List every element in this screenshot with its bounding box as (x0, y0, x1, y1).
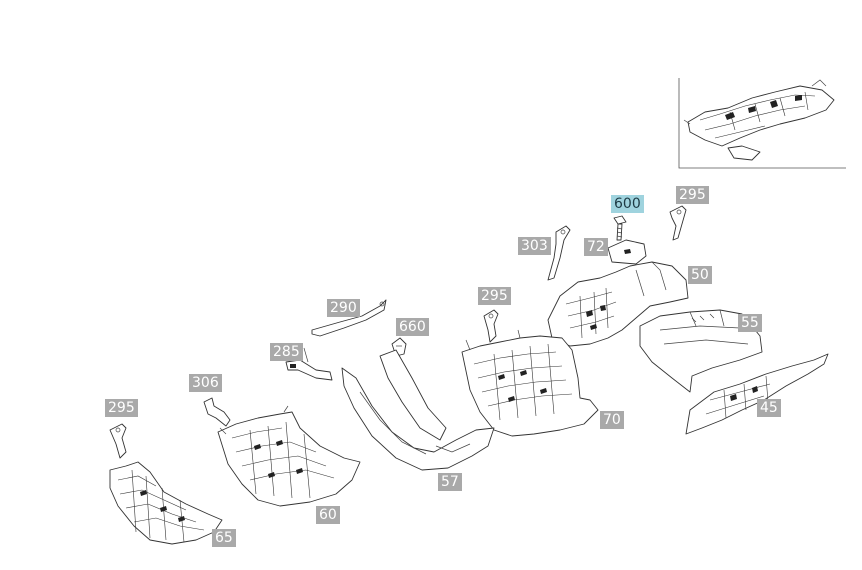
part-295-bracket-middle (483, 309, 499, 343)
callout-295[interactable]: 295 (105, 399, 138, 417)
callout-45[interactable]: 45 (757, 399, 781, 417)
part-295-bracket-top (669, 205, 687, 241)
part-72-plate (607, 239, 647, 265)
part-290-bracket (311, 299, 387, 337)
callout-57[interactable]: 57 (438, 473, 462, 491)
callout-600[interactable]: 600 (611, 195, 644, 213)
part-45-lower-shield (685, 353, 829, 435)
part-65-front-skid-plate (109, 461, 223, 545)
part-57-curved-shield (341, 349, 495, 471)
part-295-bracket-lower (109, 423, 127, 459)
callout-72[interactable]: 72 (584, 238, 608, 256)
part-60-skid-plate (217, 405, 361, 507)
part-50-side-panel (547, 261, 689, 347)
callout-70[interactable]: 70 (600, 411, 624, 429)
part-55-tray (639, 309, 763, 393)
part-303-bracket (547, 225, 571, 281)
overview-inset[interactable] (678, 78, 846, 169)
callout-285[interactable]: 285 (270, 343, 303, 361)
callout-306[interactable]: 306 (189, 374, 222, 392)
callout-60[interactable]: 60 (316, 506, 340, 524)
part-285-bracket (285, 347, 333, 381)
callout-55[interactable]: 55 (738, 314, 762, 332)
callout-295[interactable]: 295 (676, 186, 709, 204)
callout-660[interactable]: 660 (396, 318, 429, 336)
callout-65[interactable]: 65 (212, 529, 236, 547)
part-306-bracket (203, 397, 231, 427)
callout-50[interactable]: 50 (688, 266, 712, 284)
part-600-bolt (613, 215, 627, 241)
part-70-skid-plate (461, 329, 599, 437)
callout-290[interactable]: 290 (327, 299, 360, 317)
callout-295[interactable]: 295 (478, 287, 511, 305)
callout-303[interactable]: 303 (518, 237, 551, 255)
